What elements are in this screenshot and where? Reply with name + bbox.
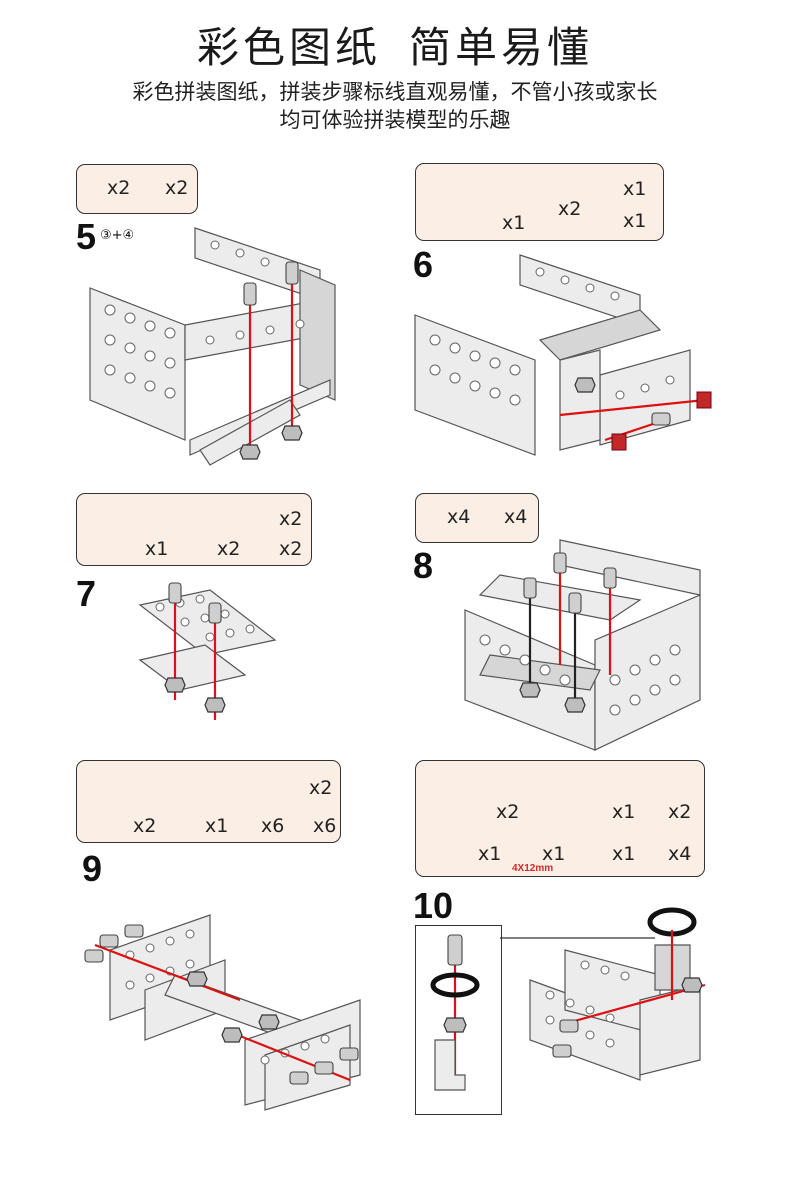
step-10-bracket-qty: x1	[612, 843, 636, 865]
step-10-number: 10	[413, 885, 454, 926]
step-7-parts-panel: x1 x2 x2 x2	[76, 493, 312, 566]
step-8-number: 8	[413, 545, 434, 586]
step-10-bolt-qty: x2	[668, 801, 692, 823]
step-10-wheel-qty: x1	[478, 843, 502, 865]
step-7-nut-qty: x2	[279, 538, 303, 560]
step-8-nut-qty: x4	[504, 506, 528, 528]
step-7-bolt-qty: x2	[279, 508, 303, 530]
step-8-assembly	[464, 539, 701, 751]
step-6-plate-qty: x1	[502, 212, 526, 234]
step-10-parts-panel: x2 x1 x2 x1 x1 4X12mm x1 x4	[415, 760, 705, 877]
step-5-bolt-qty: x2	[107, 177, 131, 199]
step-6-bolt-qty: x1	[623, 178, 647, 200]
step-6-number: 6	[413, 244, 434, 285]
step-5-parts-panel: x2 x2	[76, 164, 198, 214]
step-10-bolt-size: 4X12mm	[512, 863, 554, 874]
step-9-number: 9	[82, 848, 103, 889]
step-9-plate-qty: x2	[133, 815, 157, 837]
page-subtitle: 彩色拼装图纸，拼装步骤标线直观易懂，不管小孩或家长 均可体验拼装模型的乐趣	[0, 78, 790, 134]
step-7-number: 7	[76, 573, 97, 614]
step-10-detail-frame	[415, 925, 502, 1115]
step-5-assembly	[89, 227, 336, 466]
step-7-assembly	[138, 582, 277, 720]
step-10-nut-qty: x4	[668, 843, 692, 865]
step-5-number: 5	[76, 216, 97, 257]
step-10-angle-plate-qty: x2	[496, 801, 520, 823]
step-6-cap-qty: x2	[558, 198, 582, 220]
step-9-bolt-qty: x6	[261, 815, 285, 837]
step-9-small-plate-qty: x2	[309, 777, 333, 799]
step-9-nut-qty: x6	[313, 815, 337, 837]
title-part-1: 彩色图纸	[196, 23, 381, 72]
page-title: 彩色图纸简单易懂	[0, 14, 790, 75]
step-5-nut-qty: x2	[165, 177, 189, 199]
step-9-parts-panel: x2 x1 x2 x6 x6	[76, 760, 341, 843]
step-5-combine-label: ③+④	[100, 228, 135, 243]
step-7-plate-qty: x1	[145, 538, 169, 560]
title-part-2: 简单易懂	[409, 23, 594, 72]
step-6-nut-qty: x1	[623, 210, 647, 232]
step-8-parts-panel: x4 x4	[415, 493, 539, 543]
step-6-assembly	[414, 254, 712, 456]
subtitle-line-1: 彩色拼装图纸，拼装步骤标线直观易懂，不管小孩或家长	[132, 80, 658, 104]
step-10-long-bolt-qty: x1	[542, 843, 566, 865]
step-9-assembly	[84, 914, 361, 1111]
step-7-small-plate-qty: x2	[217, 538, 241, 560]
step-8-bolt-qty: x4	[447, 506, 471, 528]
step-6-parts-panel: x1 x2 x1 x1	[415, 163, 664, 241]
step-9-bracket-qty: x1	[205, 815, 229, 837]
subtitle-line-2: 均可体验拼装模型的乐趣	[279, 108, 511, 132]
step-10-plate-qty: x1	[612, 801, 636, 823]
step-10-assembly	[430, 907, 706, 1091]
